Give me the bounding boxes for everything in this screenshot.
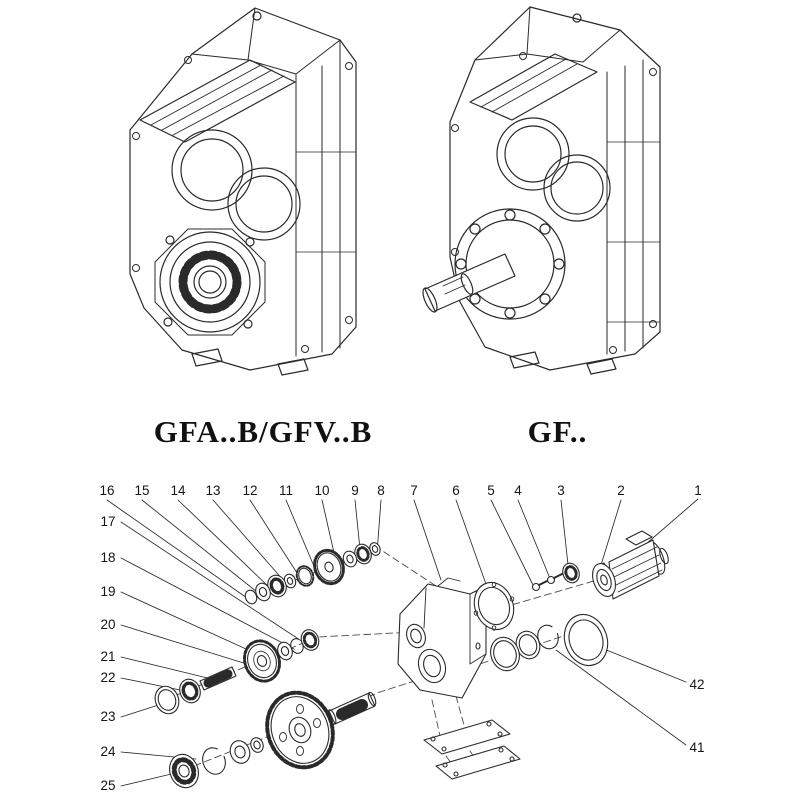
part-number-7: 7	[410, 483, 418, 498]
part-number-24: 24	[100, 744, 116, 759]
part-number-21: 21	[100, 649, 115, 664]
model-label-gf: GF..	[527, 414, 588, 449]
part-number-6: 6	[452, 483, 460, 498]
part-number-25: 25	[100, 778, 115, 793]
output-cover-rings	[490, 613, 609, 672]
part-number-19: 19	[100, 584, 115, 599]
part-number-18: 18	[100, 550, 115, 565]
part-number-14: 14	[170, 483, 186, 498]
mounting-feet	[191, 348, 309, 376]
part-number-42: 42	[689, 677, 704, 692]
leader-lines	[106, 498, 699, 787]
part-number-23: 23	[100, 709, 115, 724]
part-number-20: 20	[100, 617, 115, 632]
part-number-3: 3	[557, 483, 565, 498]
electric-motor	[591, 530, 669, 600]
part-number-11: 11	[279, 483, 293, 498]
model-label-gfab: GFA..B/GFV..B	[153, 414, 373, 449]
cooling-ribs	[139, 59, 296, 143]
housing-outline	[449, 6, 661, 371]
input-shaft-assembly	[244, 542, 381, 605]
output-flange	[454, 208, 566, 320]
part-number-13: 13	[205, 483, 220, 498]
cooling-ribs	[469, 53, 598, 121]
lifting-eye	[252, 11, 262, 21]
housing-outline	[129, 7, 357, 371]
part-number-callouts: 16 15 14 13 12 11 10 9 8 7 6 5 4 3 2 1 1…	[99, 483, 704, 793]
terminal-box	[625, 530, 653, 546]
part-number-8: 8	[377, 483, 385, 498]
cover-plates	[423, 719, 521, 780]
side-panel-ribs	[451, 52, 661, 355]
part-number-1: 1	[694, 483, 702, 498]
part-number-22: 22	[100, 670, 115, 685]
part-number-10: 10	[314, 483, 329, 498]
part-number-9: 9	[351, 483, 359, 498]
mounting-feet	[509, 351, 617, 375]
part-number-17: 17	[100, 514, 115, 529]
output-shaft-assembly	[169, 690, 377, 789]
part-number-5: 5	[487, 483, 495, 498]
part-number-2: 2	[617, 483, 625, 498]
gearbox-drawing-gfab	[129, 7, 357, 376]
part-number-16: 16	[99, 483, 114, 498]
output-shaft	[422, 253, 516, 313]
gearbox-drawing-gf	[422, 6, 661, 375]
part-number-41: 41	[689, 740, 704, 755]
input-bearing-bores	[496, 117, 611, 222]
intermediate-shaft-assembly	[154, 629, 320, 715]
lifting-eye	[572, 13, 582, 23]
exploded-parts-diagram: 16 15 14 13 12 11 10 9 8 7 6 5 4 3 2 1 1…	[99, 483, 704, 793]
part-number-12: 12	[242, 483, 257, 498]
assembly-axes	[166, 547, 605, 771]
side-panel-ribs	[132, 39, 357, 357]
part-number-4: 4	[514, 483, 522, 498]
output-bearing	[154, 228, 266, 336]
input-bearing-bores	[171, 129, 301, 241]
part-number-15: 15	[134, 483, 149, 498]
gearcase-housing	[397, 577, 487, 699]
